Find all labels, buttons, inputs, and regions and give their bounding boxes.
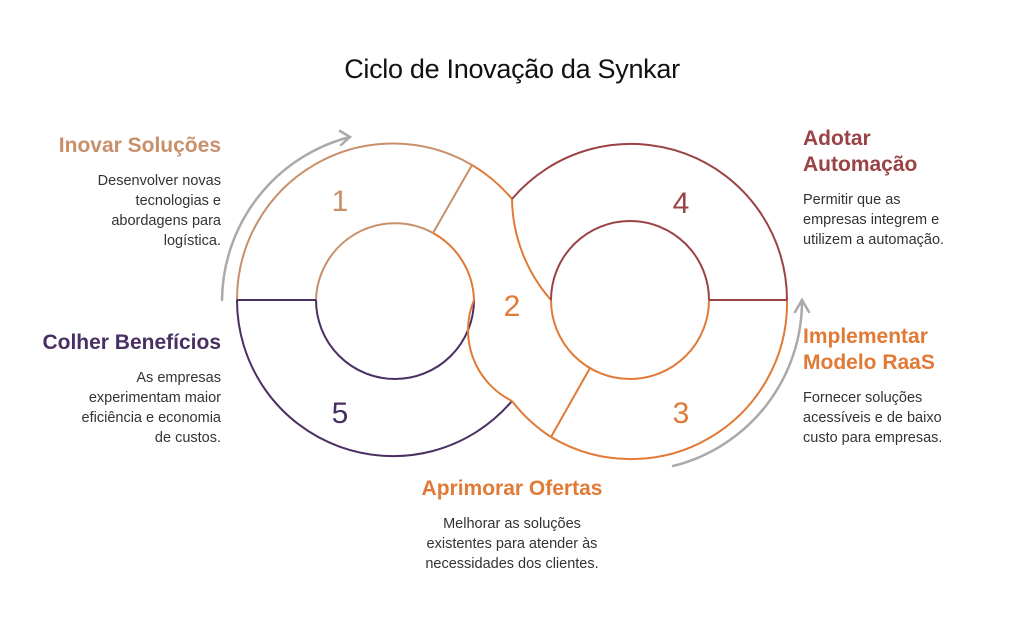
segment-5-desc-line: As empresas (136, 370, 221, 386)
segment-2-info: Aprimorar Ofertas Melhorar as soluções e… (362, 476, 662, 574)
segment-number-4: 4 (673, 187, 690, 220)
segment-4-desc-line: utilizem a automação. (803, 232, 945, 248)
segment-1-description: Desenvolver novas tecnologias e abordage… (59, 171, 221, 251)
segment-3-heading: Implementar Modelo RaaS (803, 324, 942, 376)
segment-2-desc-line: necessidades dos clientes. (425, 556, 599, 572)
cycle-arrow-bottom-right (671, 297, 811, 468)
segment-3-desc-line: custo para empresas. (803, 430, 943, 446)
segment-number-2: 2 (504, 290, 521, 323)
segment-3-heading-line: Modelo RaaS (803, 351, 935, 374)
segment-3-heading-line: Implementar (803, 325, 928, 348)
segment-4-desc-line: Permitir que as (803, 192, 901, 208)
segment-1-info: Inovar Soluções Desenvolver novas tecnol… (59, 133, 221, 251)
segment-3-desc-line: Fornecer soluções (803, 390, 923, 406)
segment-2-desc-line: Melhorar as soluções (443, 516, 581, 532)
segment-5-description: As empresas experimentam maior eficiênci… (42, 368, 221, 448)
segment-number-3: 3 (673, 397, 690, 430)
segment-1 (235, 142, 473, 301)
segment-5-heading: Colher Benefícios (42, 331, 221, 354)
segment-2-heading: Aprimorar Ofertas (421, 477, 603, 500)
segment-number-5: 5 (332, 397, 349, 430)
segment-2-description: Melhorar as soluções existentes para ate… (362, 514, 662, 574)
segment-1-desc-line: tecnologias e (135, 193, 221, 209)
segment-5-desc-line: experimentam maior (88, 390, 221, 406)
segment-1-heading: Inovar Soluções (58, 134, 221, 157)
segment-4-heading: Adotar Automação (803, 126, 944, 178)
segment-3-description: Fornecer soluções acessíveis e de baixo … (803, 388, 942, 448)
segment-4-heading-line: Adotar (803, 127, 871, 150)
segment-1-desc-line: logística. (163, 233, 221, 249)
segment-2 (432, 164, 591, 438)
segment-5 (236, 299, 513, 458)
segment-1-desc-line: Desenvolver novas (97, 173, 221, 189)
diagram-title: Ciclo de Inovação da Synkar (344, 54, 680, 84)
segment-3-info: Implementar Modelo RaaS Fornecer soluçõe… (803, 324, 942, 448)
segment-4 (511, 142, 788, 301)
cycle-arrow-top-left (220, 129, 353, 302)
segment-2-desc-line: existentes para atender às (426, 536, 598, 552)
segment-5-desc-line: de custos. (154, 430, 221, 446)
segment-3-desc-line: acessíveis e de baixo (803, 410, 942, 426)
segment-3 (550, 299, 789, 461)
segment-4-info: Adotar Automação Permitir que as empresa… (803, 126, 944, 250)
segment-4-heading-line: Automação (803, 153, 918, 176)
segment-4-description: Permitir que as empresas integrem e util… (803, 190, 944, 250)
segment-1-desc-line: abordagens para (111, 213, 221, 229)
segment-5-desc-line: eficiência e economia (81, 410, 221, 426)
segment-number-1: 1 (332, 185, 349, 218)
segment-4-desc-line: empresas integrem e (803, 212, 940, 228)
segment-5-info: Colher Benefícios As empresas experiment… (42, 330, 221, 448)
